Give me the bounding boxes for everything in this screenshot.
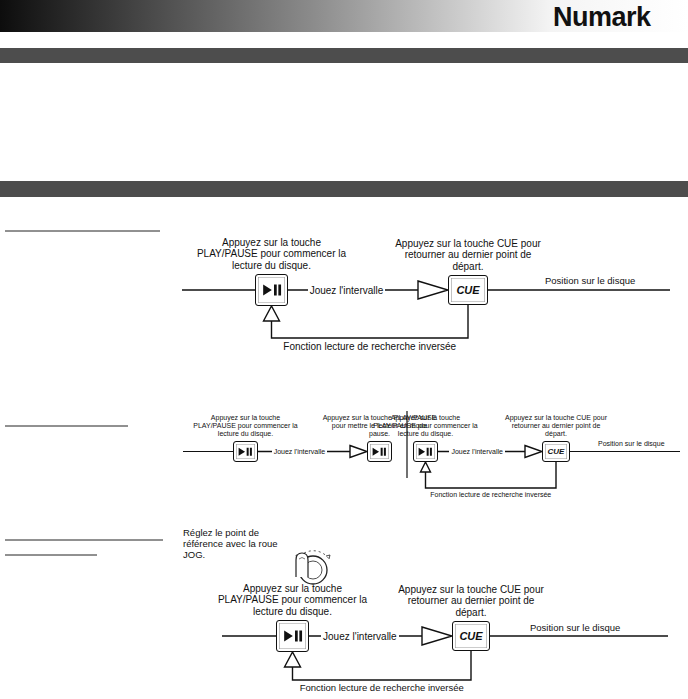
arrow-head <box>421 462 431 472</box>
play-pause-glyph <box>263 285 281 296</box>
connector-label: Jouez l'intervalle <box>321 631 399 642</box>
button-instruction: Appuyez sur la touche PLAY/PAUSE pour co… <box>218 583 368 618</box>
button-instruction: Appuyez sur la touche PLAY/PAUSE pour co… <box>192 237 352 272</box>
return-connector <box>264 305 469 338</box>
play-pause-icon <box>261 281 283 299</box>
play-pause-glyph <box>419 447 432 455</box>
play-pause-glyph <box>284 631 302 642</box>
play-pause-button: Appuyez sur la touche PLAY/PAUSE pour co… <box>255 274 288 306</box>
heading-underline <box>5 231 160 232</box>
button-instruction: Appuyez sur la touche PLAY/PAUSE pour co… <box>191 414 301 438</box>
connector-line <box>293 651 472 680</box>
button-instruction: Appuyez sur la touche PLAY/PAUSE pour co… <box>371 414 481 438</box>
play-pause-button: Appuyez sur la touche PLAY/PAUSE pour co… <box>233 441 258 462</box>
heading-underline <box>5 426 128 427</box>
arrow-head <box>422 627 452 645</box>
connector-line <box>426 462 557 488</box>
play-pause-icon <box>237 446 253 457</box>
instruction-note: Réglez le point de référence avec la rou… <box>183 528 295 561</box>
play-connector <box>258 446 367 458</box>
cue-button: Appuyez sur la touche CUE pour retourner… <box>452 621 490 651</box>
axis-label: Position sur le disque <box>598 440 665 448</box>
button-caption: CUE <box>459 630 482 642</box>
arrow-head <box>418 281 448 299</box>
axis-label: Position sur le disque <box>545 276 635 287</box>
button-caption: CUE <box>548 447 565 456</box>
play-connector <box>438 446 542 458</box>
return-connector <box>421 462 557 488</box>
connector-label: Fonction lecture de recherche inversée <box>428 491 553 499</box>
play-pause-icon <box>417 446 433 457</box>
connector-line <box>272 305 469 338</box>
jog-wheel <box>296 551 330 584</box>
return-connector <box>285 651 472 680</box>
play-pause-button: Appuyez sur la touche PLAY/PAUSE pour co… <box>276 620 309 652</box>
play-connector <box>309 627 452 645</box>
play-pause-icon <box>371 446 387 457</box>
connector-label: Jouez l'intervalle <box>308 285 386 296</box>
arrow-head <box>264 306 280 321</box>
button-instruction: Appuyez sur la touche CUE pour retourner… <box>396 584 546 619</box>
cue-button: Appuyez sur la touche CUE pour retourner… <box>448 275 488 305</box>
connector-label: Jouez l'intervalle <box>449 448 505 456</box>
fingernail <box>299 558 305 560</box>
connector-label: Fonction lecture de recherche inversée <box>298 683 466 693</box>
connector-label: Fonction lecture de recherche inversée <box>281 341 458 352</box>
section-bar <box>0 181 688 197</box>
heading-underline <box>5 540 163 541</box>
brand-logo: Numark <box>553 2 651 33</box>
play-pause-button: Appuyez sur la touche PLAY/PAUSE pour me… <box>367 441 392 462</box>
button-instruction: Appuyez sur la touche CUE pour retourner… <box>501 414 611 438</box>
section-bar <box>0 48 688 63</box>
button-caption: CUE <box>456 284 479 296</box>
cue-button: Appuyez sur la touche CUE pour retourner… <box>542 441 570 462</box>
arrow-head <box>350 446 367 458</box>
play-pause-button: Appuyez sur la touche PLAY/PAUSE pour co… <box>413 441 438 462</box>
disc-line <box>182 290 680 636</box>
connector-label: Jouez l'intervalle <box>272 448 328 456</box>
play-pause-icon <box>282 627 304 645</box>
arrow-head <box>285 652 301 667</box>
play-pause-glyph <box>239 447 252 455</box>
arrow-head <box>525 446 542 458</box>
axis-label: Position sur le disque <box>530 623 620 634</box>
heading-underline <box>5 555 97 556</box>
finger <box>296 553 308 577</box>
play-pause-glyph <box>373 447 386 455</box>
button-instruction: Appuyez sur la touche CUE pour retourner… <box>393 238 543 273</box>
separator <box>406 411 407 478</box>
play-connector <box>288 281 448 299</box>
